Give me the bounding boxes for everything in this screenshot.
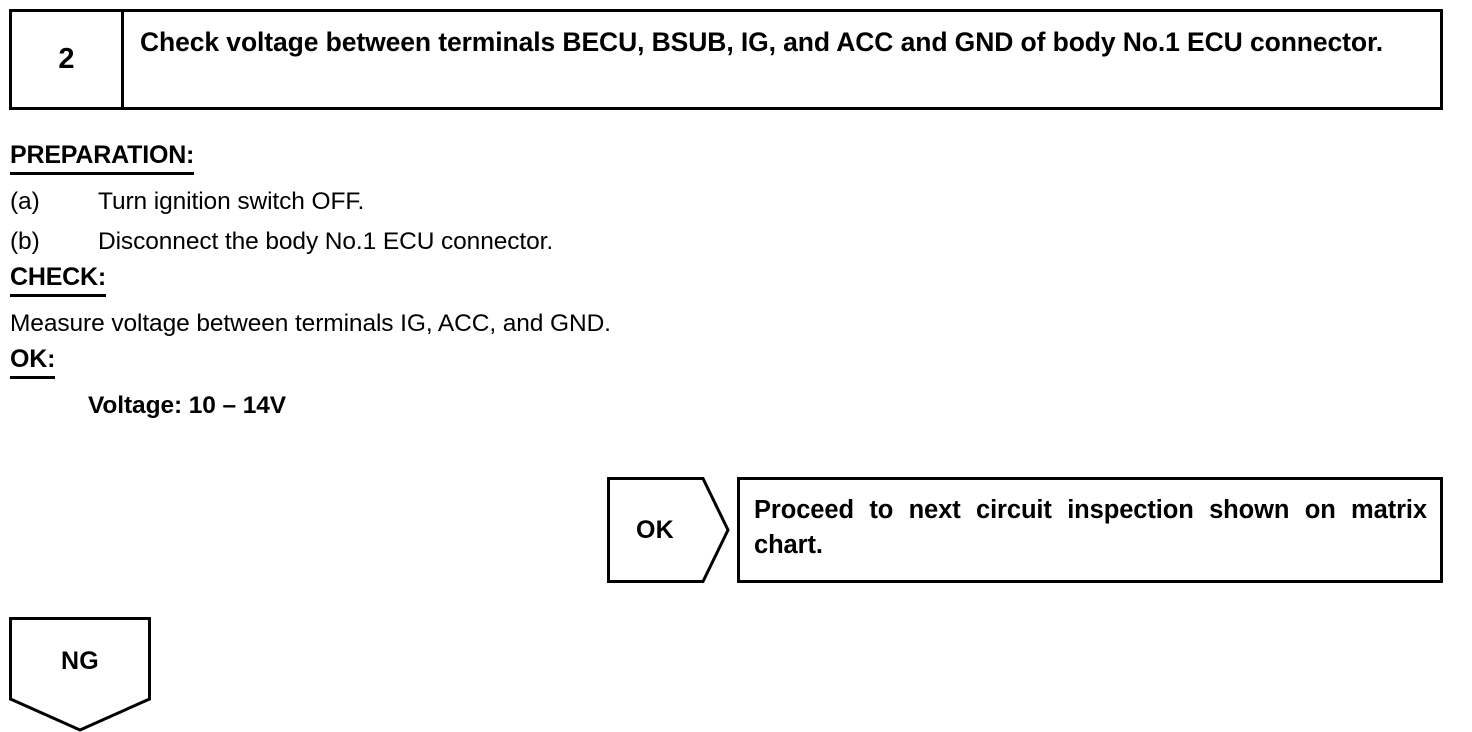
down-arrow-pentagon-icon [9,617,151,732]
step-number-cell: 2 [12,12,124,107]
ok-heading: OK: [10,344,55,379]
preparation-item-b: (b) Disconnect the body No.1 ECU connect… [10,222,910,262]
preparation-item-a-text: Turn ignition switch OFF. [98,188,365,215]
preparation-item-b-marker: (b) [10,228,40,255]
ng-branch: NG [9,617,151,732]
preparation-heading: PREPARATION: [10,140,194,175]
check-heading-row: CHECK: [10,262,910,300]
step-title: Check voltage between terminals BECU, BS… [140,27,1383,57]
ok-arrow-tag: OK [607,477,730,583]
ng-tag-label: NG [60,646,100,675]
ok-specification-value: Voltage: 10 – 14V [88,392,287,419]
preparation-item-b-text: Disconnect the body No.1 ECU connector. [98,228,554,255]
ok-result-box: Proceed to next circuit inspection shown… [737,477,1443,583]
ok-tag-label: OK [635,515,675,544]
ok-branch: OK Proceed to next circuit inspection sh… [607,477,1443,583]
ok-result-text: Proceed to next circuit inspection shown… [754,496,1427,559]
preparation-item-a: (a) Turn ignition switch OFF. [10,182,910,222]
step-number: 2 [58,43,75,75]
step-header-table: 2 Check voltage between terminals BECU, … [9,9,1443,110]
preparation-item-a-marker: (a) [10,188,40,215]
check-heading: CHECK: [10,262,106,297]
right-arrow-pentagon-icon [607,477,730,583]
step-title-cell: Check voltage between terminals BECU, BS… [124,12,1440,107]
preparation-heading-row: PREPARATION: [10,140,910,178]
procedure-body: PREPARATION: (a) Turn ignition switch OF… [10,140,910,426]
check-text: Measure voltage between terminals IG, AC… [10,310,611,337]
ok-heading-row: OK: [10,344,910,382]
